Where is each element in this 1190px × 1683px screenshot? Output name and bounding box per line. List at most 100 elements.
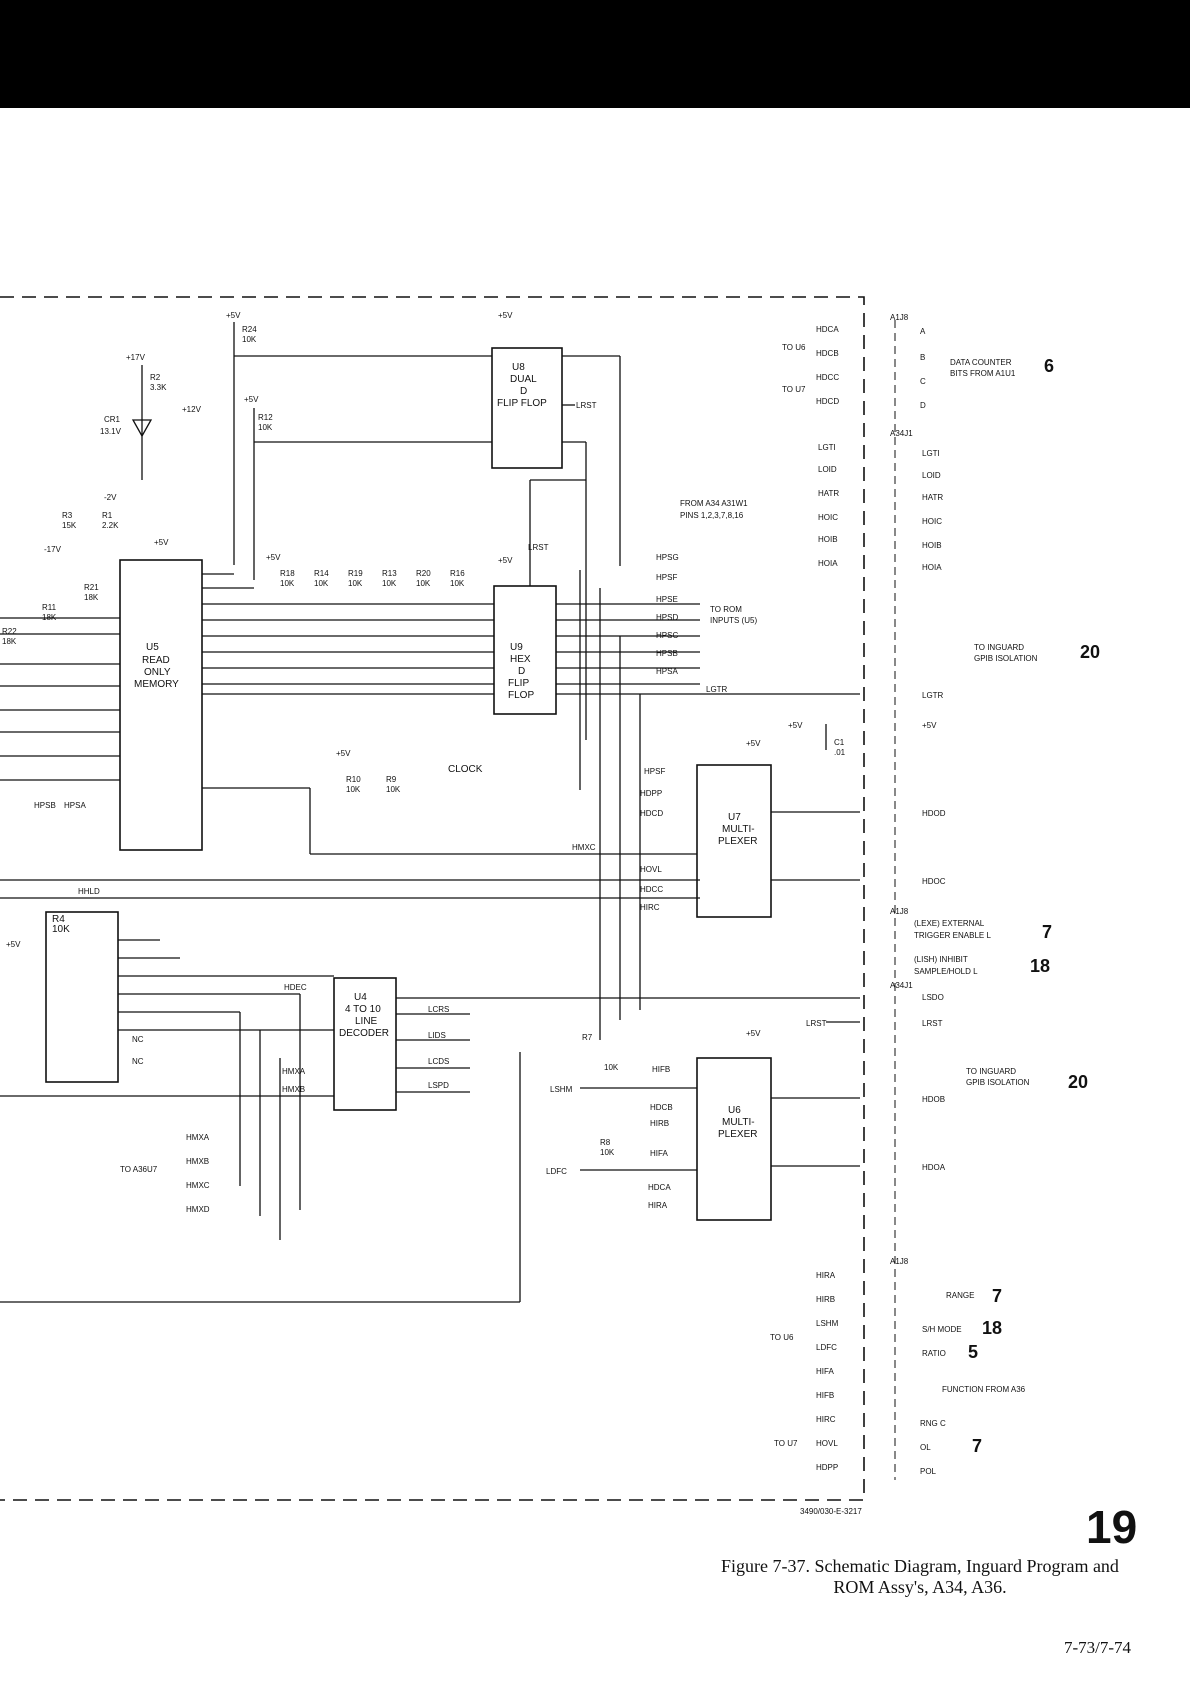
note-data-counter: DATA COUNTER xyxy=(950,358,1012,367)
label-lgti: LGTI xyxy=(818,443,836,452)
u8-label-3: FLIP FLOP xyxy=(497,398,547,409)
u9-label-1: HEX xyxy=(510,654,531,665)
u4-lspd: LSPD xyxy=(428,1081,449,1090)
u9-hex-flip-flop xyxy=(493,585,557,715)
r10-ref: R10 xyxy=(346,775,361,784)
ref-18-2: 18 xyxy=(982,1318,1002,1338)
r2-supply: +17V xyxy=(126,353,146,362)
r18-ref: R18 xyxy=(280,569,295,578)
u6-hdca: HDCA xyxy=(648,1183,671,1192)
ref-18-1: 18 xyxy=(1030,956,1050,976)
u5-label-3: MEMORY xyxy=(134,679,179,690)
u7-hdcc: HDCC xyxy=(640,885,663,894)
r3-val: 15K xyxy=(62,521,77,530)
label-hatr: HATR xyxy=(818,489,839,498)
m2-label: -2V xyxy=(104,493,117,502)
note-a1j8-mid: A1J8 xyxy=(890,907,909,916)
label-lshm: LSHM xyxy=(550,1085,573,1094)
label-lrst: LRST xyxy=(806,1019,827,1028)
note-ol: OL xyxy=(920,1443,931,1452)
signal-labels: HDCA HDCB HDCC HDCD LGTI LOID HATR HOIC … xyxy=(34,325,946,1472)
note-lish-2: SAMPLE/HOLD L xyxy=(914,967,978,976)
note-lexe-2: TRIGGER ENABLE L xyxy=(914,931,991,940)
p12-label: +12V xyxy=(182,405,202,414)
r13-ref: R13 xyxy=(382,569,397,578)
cr1-zener xyxy=(131,419,153,438)
label-hpsg: HPSG xyxy=(656,553,679,562)
note-a34j1-top: A34J1 xyxy=(890,429,913,438)
label-hpsd: HPSD xyxy=(656,613,678,622)
u6-hirb: HIRB xyxy=(650,1119,669,1128)
u4-hmxb: HMXB xyxy=(282,1085,305,1094)
u6-hifb: HIFB xyxy=(652,1065,670,1074)
c1-supply: +5V xyxy=(788,721,803,730)
u8-supply: +5V xyxy=(498,311,513,320)
u7-hdpp: HDPP xyxy=(640,789,662,798)
bot-hira: HIRA xyxy=(816,1271,836,1280)
u4-lcds: LCDS xyxy=(428,1057,449,1066)
ref-7-1: 7 xyxy=(1042,922,1052,942)
u6-hdcb: HDCB xyxy=(650,1103,673,1112)
u4-label-2: LINE xyxy=(355,1016,378,1027)
bot-lshm: LSHM xyxy=(816,1319,839,1328)
u6-label-2: PLEXER xyxy=(718,1129,757,1140)
u4-hdec: HDEC xyxy=(284,983,307,992)
note-sh-mode: S/H MODE xyxy=(922,1325,962,1334)
annotations: TO U6 TO U7 A1J8 A34J1 DATA COUNTER BITS… xyxy=(120,313,1100,1516)
note-to-rom: TO ROM xyxy=(710,605,742,614)
label-hmxc: HMXC xyxy=(572,843,596,852)
r4-ref: R4 xyxy=(52,914,65,925)
r21-val: 18K xyxy=(84,593,99,602)
note-rng-c: RNG C xyxy=(920,1419,946,1428)
u4-lids: LIDS xyxy=(428,1031,446,1040)
r4-nc-7: NC xyxy=(132,1035,144,1044)
r10-supply: +5V xyxy=(336,749,351,758)
pin-hoib: HOIB xyxy=(922,541,942,550)
note-inputs-u5: INPUTS (U5) xyxy=(710,616,757,625)
bus-hmxa: HMXA xyxy=(186,1133,210,1142)
cr1-val: 13.1V xyxy=(100,427,122,436)
u7-hpsf: HPSF xyxy=(644,767,665,776)
pin-lsdo: LSDO xyxy=(922,993,944,1002)
bot-hovl: HOVL xyxy=(816,1439,838,1448)
note-pins: PINS 1,2,3,7,8,16 xyxy=(680,511,744,520)
note-ratio: RATIO xyxy=(922,1349,946,1358)
u9-label-2: D xyxy=(518,666,525,677)
label-loid: LOID xyxy=(818,465,837,474)
pin-a-1: A xyxy=(920,327,926,336)
u9-label-4: FLOP xyxy=(508,690,534,701)
label-hdcb: HDCB xyxy=(816,349,839,358)
u7-hovl: HOVL xyxy=(640,865,662,874)
figure-caption: Figure 7-37. Schematic Diagram, Inguard … xyxy=(700,1556,1140,1598)
label-hoib: HOIB xyxy=(818,535,838,544)
u5-supply: +5V xyxy=(154,538,169,547)
u4-label-3: DECODER xyxy=(339,1028,389,1039)
note-a1j8-top: A1J8 xyxy=(890,313,909,322)
u8-flip-flop xyxy=(491,347,563,469)
note-to-a36u7: TO A36U7 xyxy=(120,1165,158,1174)
r16-val: 10K xyxy=(450,579,465,588)
label-hpsa: HPSA xyxy=(656,667,678,676)
pin-hoia: HOIA xyxy=(922,563,942,572)
r16-ref: R16 xyxy=(450,569,465,578)
r18-val: 10K xyxy=(280,579,295,588)
u9-ref: U9 xyxy=(510,642,523,653)
u6-hifa: HIFA xyxy=(650,1149,668,1158)
pin-hatr: HATR xyxy=(922,493,943,502)
note-from-a34: FROM A34 A31W1 xyxy=(680,499,748,508)
caption-line-1: Figure 7-37. Schematic Diagram, Inguard … xyxy=(721,1556,1119,1576)
note-to-u7-bottom: TO U7 xyxy=(774,1439,798,1448)
note-to-u6-bottom: TO U6 xyxy=(770,1333,794,1342)
page-number: 7-73/7-74 xyxy=(1064,1638,1132,1657)
note-to-u7-top: TO U7 xyxy=(782,385,806,394)
r4-val: 10K xyxy=(52,924,70,935)
label-hpse: HPSE xyxy=(656,595,678,604)
note-to-inguard-2: TO INGUARD xyxy=(966,1067,1016,1076)
u6-supply: +5V xyxy=(746,1029,761,1038)
u9-supply: +5V xyxy=(498,556,513,565)
u9-lrst: LRST xyxy=(528,543,549,552)
r14-val: 10K xyxy=(314,579,329,588)
label-hdcc: HDCC xyxy=(816,373,839,382)
r7-ref: R7 xyxy=(582,1033,593,1042)
